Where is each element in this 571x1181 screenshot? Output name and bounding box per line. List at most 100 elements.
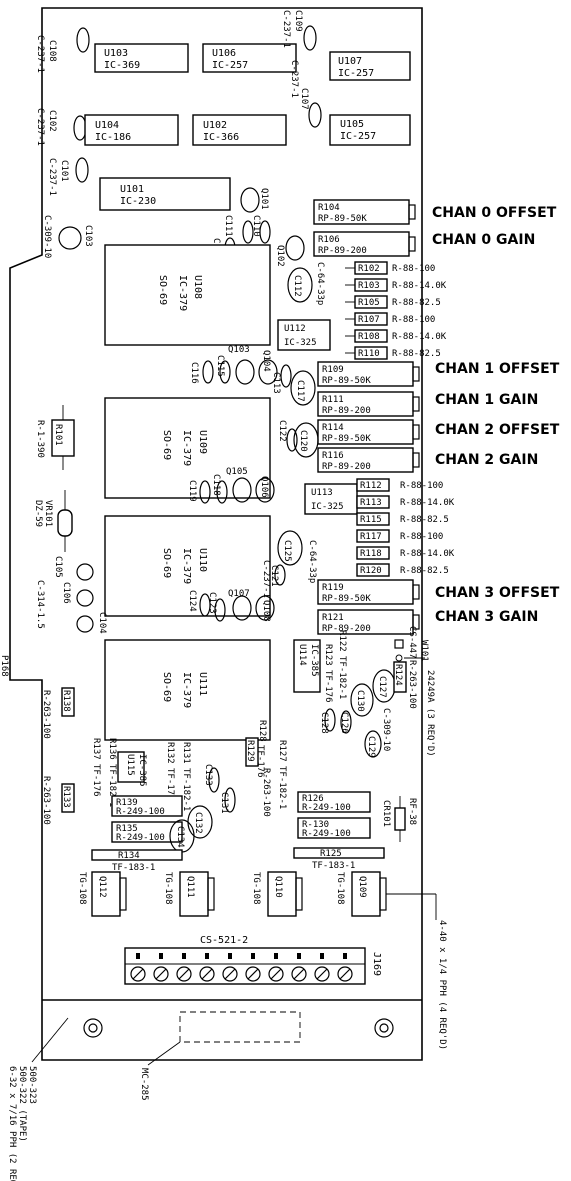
ic-u105 (329, 114, 411, 146)
vr101-value: DZ-59 (33, 500, 43, 527)
resistor-r138 (61, 687, 75, 717)
mc285-label: MC-285 (139, 1068, 149, 1101)
c128-label: C128 (319, 712, 329, 734)
capacitor-c117 (290, 370, 316, 406)
r111-ref: R111 (322, 395, 344, 405)
r133-ref: R133 (61, 786, 71, 808)
r110-ref: R110 (358, 349, 380, 359)
r117-ref: R117 (360, 532, 382, 542)
u110-ref: U110 (197, 548, 208, 572)
c107-value: C-237-1 (289, 60, 299, 98)
c124-label: C124 (187, 590, 197, 612)
middle-components: C116 C115 Q103 Q104 C113 C117 C122 C120 … (33, 345, 319, 634)
capacitor-c116 (202, 360, 214, 384)
capacitor-c118 (216, 480, 228, 504)
c109-label: C109 (293, 10, 303, 32)
r122-ref: R122 (337, 630, 347, 652)
c131-label: C131 (219, 792, 229, 814)
resistor-r108: R108 R-88-14.0K (345, 329, 447, 343)
p168-label: P168 (0, 655, 9, 677)
terminal-screw-slot (155, 968, 167, 980)
ic-u109 (104, 397, 271, 499)
j169-label: J169 (371, 952, 382, 976)
c112-value: C-64-33p (315, 262, 325, 305)
mount-hole-left (83, 1018, 103, 1038)
leader-hardware (31, 1017, 69, 1063)
r127-value: TF-182-1 (277, 766, 287, 809)
capacitor-c126 (340, 710, 352, 734)
cr101-label: CR101 (381, 800, 391, 827)
transistor-q111: Q111 TG-108 (163, 871, 215, 917)
r124-value: R-263-100 (407, 660, 417, 709)
trim-pot-column: R104 RP-89-50K CHAN 0 OFFSET R106 RP-89-… (313, 199, 560, 635)
r134-ref: R134 (118, 851, 140, 861)
resistor-r110: R110 R-88-82.5 (345, 346, 441, 360)
terminal-screw-slot (270, 968, 282, 980)
c111-label: C111 (223, 215, 233, 237)
r135-value: R-249-100 (116, 833, 165, 843)
ic-u113 (304, 483, 358, 515)
u105-part: IC-257 (340, 131, 376, 142)
r116-ref: R116 (322, 451, 344, 461)
cs521-label: CS-521-2 (200, 935, 248, 946)
capacitor-c105 (76, 563, 94, 581)
ic-u110 (104, 515, 271, 617)
u114-ref: U114 (297, 644, 307, 666)
resistor-r120: R120 R-88-82.5 (356, 563, 449, 577)
ic-u103 (94, 43, 189, 73)
ic-u112 (277, 319, 331, 351)
terminal-screw (199, 966, 215, 982)
pot-r104: R104 RP-89-50K (313, 199, 416, 225)
capacitor-c125 (277, 530, 303, 566)
r121-part: RP-89-200 (322, 624, 371, 634)
r111-part: RP-89-200 (322, 406, 371, 416)
c106-label: C106 (61, 582, 71, 604)
c102-label: C102 (47, 110, 57, 132)
capacitor-c123 (214, 598, 226, 622)
chan0-gain-label: CHAN 0 GAIN (432, 232, 535, 248)
c113-label: C113 (271, 372, 281, 394)
transistor-q102-body (285, 235, 305, 261)
r120-value: R-88-82.5 (400, 566, 449, 576)
r132-value: TF-176 (165, 768, 175, 801)
r103-ref: R103 (358, 281, 380, 291)
terminal-screw (222, 966, 238, 982)
r117-value: R-88-100 (400, 532, 443, 542)
capacitor-c109 (303, 25, 317, 51)
u101-ref: U101 (120, 184, 144, 195)
c105-label: C105 (53, 556, 63, 578)
u102-part: IC-366 (203, 132, 239, 143)
u111-socket: SO-69 (161, 672, 172, 702)
ic-u101 (99, 177, 231, 211)
r122-value: TF-182-1 (337, 656, 347, 699)
r104-part: RP-89-50K (318, 214, 367, 224)
resistor-bank-b: R112 R-88-100 R113 R-88-14.0K R115 R-88-… (356, 478, 455, 577)
u104-ref: U104 (95, 120, 119, 131)
terminal-pin (297, 953, 301, 959)
capacitor-c110 (259, 220, 271, 244)
r129-ref: R129 (245, 740, 255, 762)
c309-value: C-309-10 (42, 215, 52, 258)
terminal-screw (153, 966, 169, 982)
r113-ref: R113 (360, 498, 382, 508)
terminal-pin (228, 953, 232, 959)
capacitor-c103 (58, 226, 82, 250)
r114-ref: R114 (322, 423, 344, 433)
capacitor-c113 (280, 364, 292, 388)
board-outline (9, 7, 423, 1061)
transistor-q104 (258, 359, 278, 385)
r131-ref: R131 (181, 742, 191, 764)
pot-r109: R109 RP-89-50K (317, 361, 420, 387)
u113-part: IC-325 (311, 502, 344, 512)
terminal-pin (136, 953, 140, 959)
r107-ref: R107 (358, 315, 380, 325)
resistor-r133 (61, 783, 75, 813)
r107-value: R-88-100 (392, 315, 435, 325)
u103-part: IC-369 (104, 60, 140, 71)
terminal-screw (245, 966, 261, 982)
r112-ref: R112 (360, 481, 382, 491)
pot-r114: R114 RP-89-50K (317, 419, 420, 445)
ic-u107 (329, 51, 411, 81)
resistor-r135 (111, 821, 183, 843)
capacitor-c112 (287, 267, 313, 303)
